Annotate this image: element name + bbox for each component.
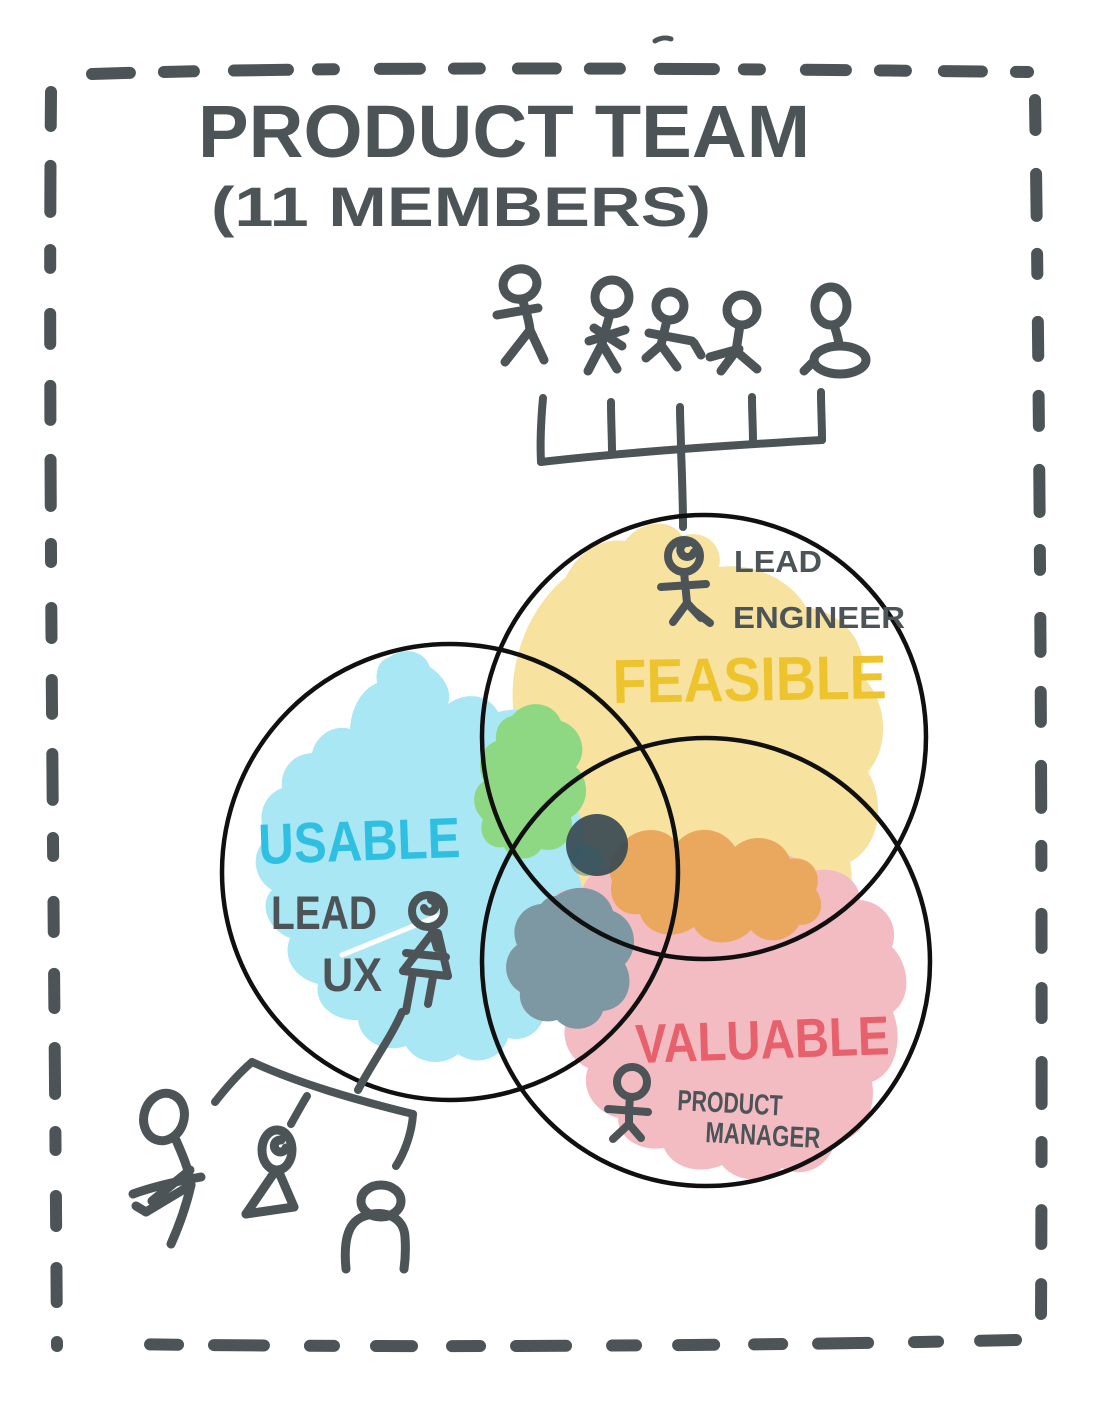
- title: PRODUCT TEAM (11 MEMBERS): [198, 90, 810, 238]
- head-curl: [269, 1135, 291, 1157]
- feasible-group: LEAD ENGINEER FEASIBLE: [612, 536, 905, 717]
- border-right: [1029, 94, 1048, 1326]
- bracket-stem: [354, 1008, 406, 1094]
- valuable-circle: [479, 735, 933, 1189]
- ux-team-bracket: [211, 1008, 417, 1170]
- dashed-border: [44, 35, 1048, 1353]
- engineer-figure-2: [583, 275, 634, 376]
- ux-figure-2: [241, 1125, 299, 1219]
- center-intersection-dot: [566, 814, 628, 876]
- usable-group: USABLE LEAD UX: [257, 806, 461, 1015]
- lead-ux-role-line1: LEAD: [271, 886, 377, 939]
- product-manager-role-line1: PRODUCT: [677, 1085, 784, 1122]
- page-title: PRODUCT TEAM: [198, 90, 810, 173]
- feasible-valuable-overlap-blob: [609, 829, 822, 943]
- usable-circle: [219, 641, 681, 1103]
- ux-figure-3: [340, 1180, 410, 1274]
- usable-feasible-overlap-blob: [474, 704, 587, 859]
- usable-valuable-overlap-blob: [506, 887, 635, 1029]
- lead-engineer-role-line1: LEAD: [734, 544, 822, 579]
- ux-team-figures: [128, 1088, 410, 1274]
- feasible-circle: [479, 512, 929, 962]
- lead-ux-role-line2: UX: [322, 948, 382, 1001]
- border-top: [86, 62, 1034, 80]
- product-manager-role-line2: MANAGER: [705, 1117, 822, 1155]
- ux-figure-1: [128, 1088, 206, 1249]
- valuable-group: VALUABLE PRODUCT MANAGER: [604, 1004, 890, 1155]
- usable-label: USABLE: [257, 806, 461, 877]
- engineer-figure-5: [799, 282, 871, 379]
- lead-engineer-role-line2: ENGINEER: [733, 600, 905, 635]
- head-curl: [676, 539, 698, 561]
- page-subtitle: (11 MEMBERS): [211, 175, 711, 238]
- product-manager-figure: [604, 1063, 652, 1143]
- border-left: [44, 86, 63, 1352]
- head-curl: [420, 896, 440, 916]
- lead-engineer-figure: [657, 536, 714, 627]
- lead-ux-figure: [399, 891, 452, 1015]
- engineering-team-bracket: [536, 388, 826, 531]
- stray-mark: [652, 35, 674, 44]
- valuable-label: VALUABLE: [634, 1004, 890, 1075]
- engineer-figure-1: [492, 264, 549, 367]
- engineering-team-figures: [492, 264, 871, 379]
- engineer-figure-4: [705, 290, 762, 376]
- bracket-stem: [677, 445, 687, 531]
- feasible-label: FEASIBLE: [612, 643, 887, 717]
- eraser-slash: [339, 911, 446, 958]
- venn-circle-outlines: [219, 512, 933, 1189]
- border-bottom: [115, 1334, 1022, 1353]
- engineer-figure-3: [641, 287, 706, 372]
